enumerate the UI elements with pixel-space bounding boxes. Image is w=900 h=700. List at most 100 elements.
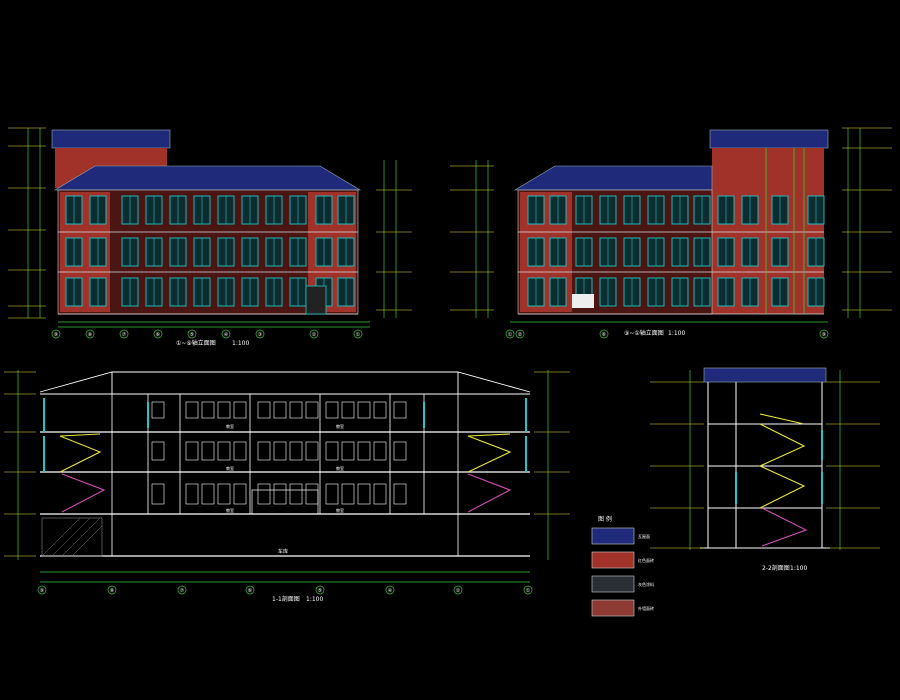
axis-bubble [523, 585, 533, 595]
axis-label: ① [356, 332, 361, 338]
section-2-scale: 1:100 [790, 565, 807, 572]
section-1-cyan-walls [43, 398, 527, 472]
axis-bubble [187, 329, 197, 339]
axis-bubble [85, 329, 95, 339]
axis-bubble [819, 329, 829, 339]
axis-label: ⑧ [88, 332, 93, 338]
section-window [305, 441, 319, 461]
axis-label: ⑥ [156, 332, 161, 338]
windows-b [527, 195, 825, 307]
axis-bubble [37, 585, 47, 595]
main-roof-a [53, 165, 362, 191]
axis-bubble [515, 329, 525, 339]
axis-bubble [385, 585, 395, 595]
section-1-room-labels: 教室教室教室教室教室教室 [226, 423, 344, 513]
section-window [289, 483, 303, 505]
section-window [151, 441, 165, 461]
axis-label: ⑨ [54, 332, 58, 338]
windows-a [65, 195, 355, 307]
section-window [341, 401, 355, 419]
section-2-title: 2-2剖面图 [762, 564, 790, 572]
section-window [341, 483, 355, 505]
section-window [257, 441, 271, 461]
section-1-windows [151, 401, 407, 505]
section-1-columns [111, 394, 459, 556]
dimension-lines-a [27, 128, 397, 328]
axis-label: ⑥ [602, 332, 607, 338]
section-window [257, 401, 271, 419]
section-window [325, 401, 339, 419]
axis-bubble [107, 585, 117, 595]
axis-label: ② [518, 332, 523, 338]
axis-label: ⑤ [318, 588, 322, 594]
legend-label: 灰色涂料 [638, 581, 654, 587]
dimension-lines-b [475, 128, 861, 323]
section-window [273, 441, 287, 461]
section-window [373, 483, 387, 505]
section-window [373, 441, 387, 461]
section-window [185, 401, 199, 419]
axis-bubble [255, 329, 265, 339]
axis-bubble [221, 329, 231, 339]
section-window [185, 483, 199, 505]
section-window [289, 441, 303, 461]
elevation-b-title: ⑨~①轴立面图 [624, 329, 664, 337]
legend-swatch [591, 551, 635, 569]
axis-bubble [245, 585, 255, 595]
axis-label: ④ [224, 332, 229, 338]
section-window [273, 401, 287, 419]
legend-swatch [591, 527, 635, 545]
section-window [305, 401, 319, 419]
section-window [151, 483, 165, 505]
room-label: 教室 [226, 507, 234, 513]
axis-bubble [153, 329, 163, 339]
section-1-roof [39, 371, 531, 395]
axis-label: ⑦ [180, 588, 185, 594]
axis-label: ② [312, 332, 317, 338]
axis-bubble [309, 329, 319, 339]
section-2-level-ticks [650, 381, 880, 549]
section-window [233, 483, 247, 505]
legend-label: 瓦屋面 [638, 533, 650, 539]
axis-label: ① [526, 588, 531, 594]
entrance-door-b [572, 294, 594, 308]
axis-label: ⑥ [248, 588, 253, 594]
axis-label: ⑨ [822, 332, 826, 338]
level-ticks-b [450, 127, 892, 311]
section-window [217, 441, 231, 461]
axis-label: ⑦ [122, 332, 127, 338]
stair-tower-lines-b [765, 148, 805, 314]
stair-tower-roof-b [709, 129, 829, 149]
section-2-cyan [735, 430, 823, 504]
section-window [201, 401, 215, 419]
section-2-dimension [689, 370, 841, 550]
section-window [341, 441, 355, 461]
axis-label: ⑨ [40, 588, 44, 594]
room-label: 教室 [226, 465, 234, 471]
legend-title: 图 例 [598, 515, 612, 523]
entrance-door-a [305, 285, 327, 315]
section-1-title: 1-1剖面图 [272, 595, 300, 603]
room-label: 教室 [336, 507, 344, 513]
section-window [185, 441, 199, 461]
axis-label: ② [456, 588, 461, 594]
section-window [325, 483, 339, 505]
section-1-scale: 1:100 [306, 596, 323, 603]
section-1-dimension [17, 370, 549, 583]
axis-bubble [315, 585, 325, 595]
level-ticks-a [8, 127, 412, 319]
axis-bubble [599, 329, 609, 339]
axis-bubble [51, 329, 61, 339]
elevation-b-scale: 1:100 [668, 330, 685, 337]
section-1-hatch-lines [41, 517, 103, 557]
section-window [289, 401, 303, 419]
section-2-stairs [758, 413, 808, 547]
axis-label: ① [508, 332, 513, 338]
axis-label: ④ [388, 588, 393, 594]
section-window [273, 483, 287, 505]
section-2-roof [703, 367, 827, 383]
